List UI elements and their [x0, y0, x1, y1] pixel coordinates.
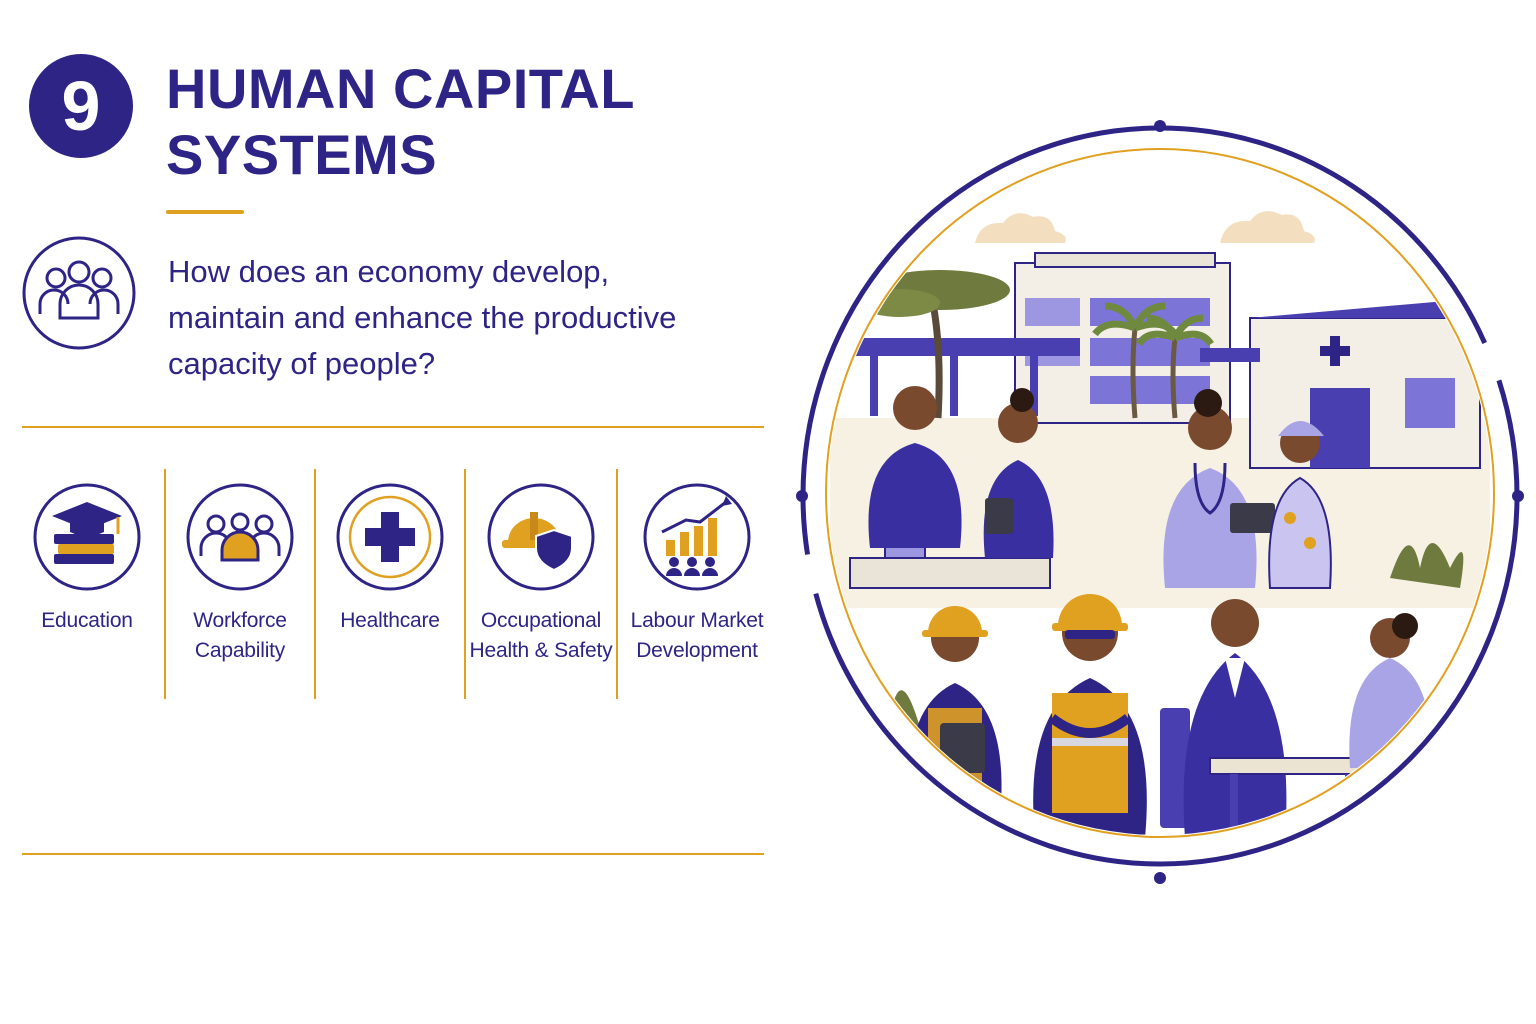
growth-chart-people-icon	[643, 483, 751, 591]
category-label: Labour Market Development	[630, 609, 764, 662]
category-label: Workforce Capability	[193, 609, 287, 662]
category-occupational-health-safety: Occupational Health & Safety	[466, 482, 616, 666]
category-label: Occupational Health & Safety	[469, 609, 613, 662]
title-line-1: HUMAN CAPITAL	[166, 57, 635, 120]
canopy	[850, 338, 1080, 356]
inner-ring	[825, 148, 1495, 838]
team-icon	[186, 483, 294, 591]
medical-cross-icon	[336, 483, 444, 591]
section-number-badge: 9	[29, 54, 133, 158]
graduation-cap-books-icon	[33, 483, 141, 591]
category-workforce-capability: Workforce Capability	[165, 482, 315, 666]
top-divider	[22, 426, 764, 428]
construction-workers	[908, 594, 1147, 835]
category-label: Healthcare	[340, 609, 440, 632]
workforce-illustration	[796, 120, 1524, 884]
cloud	[975, 213, 1066, 243]
column-divider	[164, 469, 166, 699]
palm-tree	[1136, 314, 1214, 419]
guiding-question: How does an economy develop, maintain an…	[168, 254, 677, 381]
hardhat-shield-icon	[487, 483, 595, 591]
ring-dot	[1154, 872, 1166, 884]
column-divider	[314, 469, 316, 699]
page-title: HUMAN CAPITAL SYSTEMS	[166, 56, 806, 188]
category-education: Education	[12, 482, 162, 636]
category-labour-market-development: Labour Market Development	[622, 482, 772, 666]
title-accent-bar	[166, 210, 244, 214]
technicians-group	[849, 386, 1054, 589]
column-divider	[616, 469, 618, 699]
ring-dot	[796, 490, 808, 502]
ring-dot	[1512, 490, 1524, 502]
nurse-and-patient	[1163, 389, 1332, 589]
bottom-divider	[22, 853, 764, 855]
plant	[1390, 543, 1464, 588]
people-group-icon	[22, 236, 136, 350]
title-line-2: SYSTEMS	[166, 123, 438, 186]
column-divider	[464, 469, 466, 699]
category-healthcare: Healthcare	[315, 482, 465, 636]
ring-dot	[1154, 120, 1166, 132]
category-label: Education	[41, 609, 133, 632]
cloud	[1220, 211, 1315, 243]
